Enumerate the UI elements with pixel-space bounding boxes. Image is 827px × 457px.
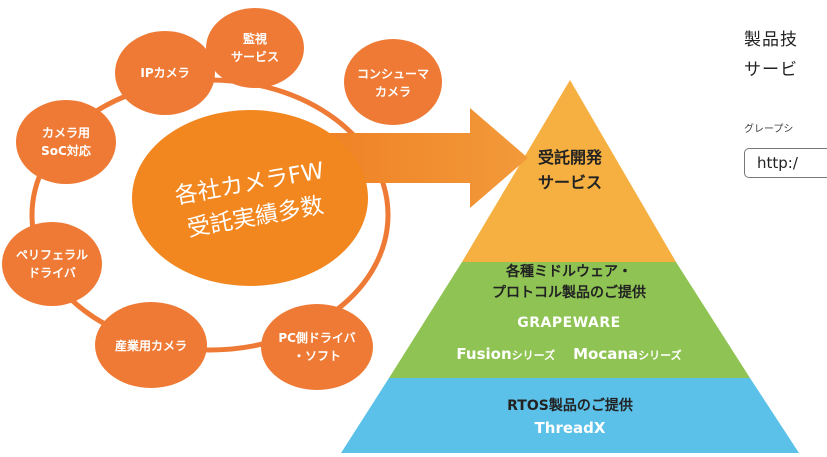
satellite-label: カメラ (375, 85, 411, 99)
side-heading-line1: 製品技 (744, 30, 798, 50)
series-1-name: Fusion (456, 345, 511, 363)
satellite-label: カメラ用 (42, 126, 90, 140)
pyramid-tier-top (462, 80, 676, 262)
pyramid-top-line1: 受託開発 (538, 148, 603, 167)
pyramid-tier-middle (389, 262, 750, 378)
satellite-pc-driver-software: PC側ドライバ ・ソフト (261, 304, 373, 390)
satellite-label: ペリフェラル (16, 248, 88, 262)
series-2-suffix: シリーズ (638, 348, 681, 362)
satellite-label: 監視 (243, 31, 267, 46)
series-1-suffix: シリーズ (512, 348, 555, 362)
pyramid-top-line2: サービス (538, 173, 602, 192)
satellite-label: サービス (231, 49, 279, 64)
satellite-label: PC側ドライバ (278, 330, 355, 345)
pyramid-middle-line1: 各種ミドルウェア・ (505, 263, 632, 280)
satellite-camera-soc: カメラ用 SoC対応 (16, 100, 116, 184)
satellite-label: SoC対応 (41, 143, 91, 158)
satellite-label: ドライバ (28, 266, 76, 280)
satellite-label: ・ソフト (293, 349, 341, 363)
satellite-label: コンシューマ (357, 67, 429, 81)
url-link-box[interactable]: http:/ (744, 148, 827, 178)
series-2-name: Mocana (573, 345, 638, 363)
satellite-label: IPカメラ (140, 66, 189, 80)
satellite-industrial-camera: 産業用カメラ (95, 302, 207, 388)
satellite-consumer-camera: コンシューマ カメラ (344, 39, 442, 125)
pyramid-bottom-line2: ThreadX (535, 419, 606, 437)
satellite-surveillance-service: 監視 サービス (206, 8, 304, 88)
center-ellipse (132, 110, 368, 286)
pyramid-bottom-line1: RTOS製品のご提供 (507, 397, 633, 414)
pyramid-middle-line2: プロトコル製品のご提供 (492, 284, 646, 301)
side-heading-line2: サービ (744, 60, 798, 80)
satellite-peripheral-driver: ペリフェラル ドライバ (2, 222, 102, 306)
satellite-ip-camera: IPカメラ (115, 31, 215, 115)
satellite-label: 産業用カメラ (115, 338, 187, 353)
grapeware-brand-logo: GRAPEWARE (517, 315, 620, 331)
side-note: グレープシ (744, 124, 794, 135)
pyramid-tier-bottom (341, 378, 799, 453)
